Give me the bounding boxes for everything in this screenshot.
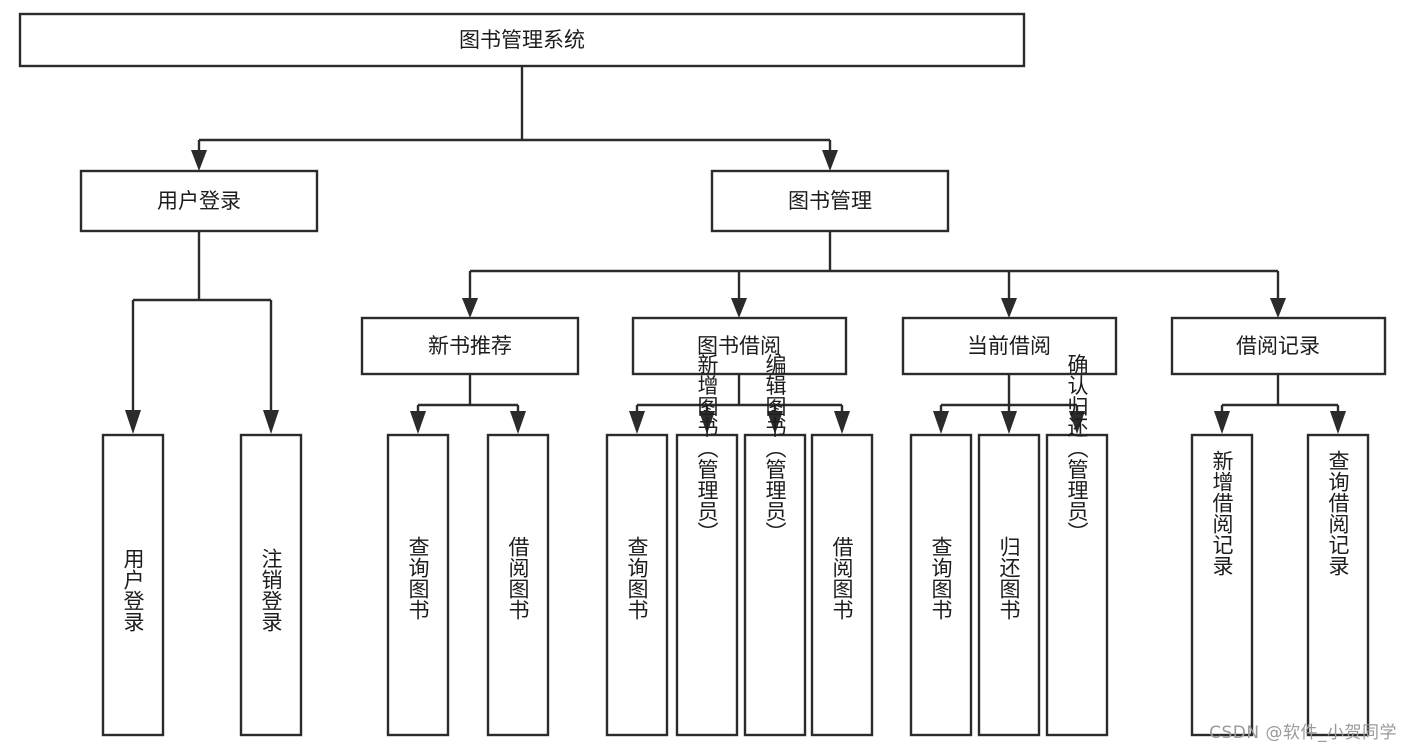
leaf-cb-confirm-return-admin[interactable]: 确认归还（管理员） xyxy=(1045,354,1109,737)
node-book-borrow-label: 图书借阅 xyxy=(697,334,781,358)
arrow-head-br-add xyxy=(1214,411,1230,434)
node-borrow-record-box[interactable] xyxy=(1170,316,1387,376)
leaf-nb-query-book-box[interactable] xyxy=(386,433,450,737)
leaf-user-login-box[interactable] xyxy=(101,433,165,737)
leaf-br-add-record-label: 新增借阅记录 xyxy=(1210,450,1234,576)
connector-book-borrow-to-leaves xyxy=(629,374,850,434)
connector-user-login-to-leaves xyxy=(125,231,279,434)
node-book-borrow[interactable]: 图书借阅 xyxy=(631,316,848,376)
arrow-head-user-login xyxy=(191,150,207,171)
leaf-nb-query-book-label: 查询图书 xyxy=(406,536,430,620)
leaf-cb-confirm-return-admin-label: 确认归还（管理员） xyxy=(1065,354,1089,543)
arrow-head-bb-edit xyxy=(767,411,783,434)
leaf-bb-edit-book-admin-label: 编辑图书（管理员） xyxy=(763,354,787,543)
leaf-bb-add-book-admin-box[interactable] xyxy=(675,433,739,737)
node-book-management-box[interactable] xyxy=(710,169,950,233)
node-book-borrow-box[interactable] xyxy=(631,316,848,376)
leaf-br-add-record[interactable]: 新增借阅记录 xyxy=(1190,433,1254,737)
node-book-management[interactable]: 图书管理 xyxy=(710,169,950,233)
leaf-cb-query-book-label: 查询图书 xyxy=(929,536,953,620)
leaf-logout-box[interactable] xyxy=(239,433,303,737)
arrow-head-leaf-user-login xyxy=(125,410,141,434)
node-current-borrow-label: 当前借阅 xyxy=(967,334,1051,358)
leaf-nb-query-book[interactable]: 查询图书 xyxy=(386,433,450,737)
node-root-book-management-system[interactable]: 图书管理系统 xyxy=(18,12,1026,68)
leaf-bb-query-book-label: 查询图书 xyxy=(625,536,649,620)
arrow-head-cb-query xyxy=(933,411,949,434)
leaf-bb-query-book[interactable]: 查询图书 xyxy=(605,433,669,737)
arrow-head-br-query xyxy=(1330,411,1346,434)
leaf-cb-query-book[interactable]: 查询图书 xyxy=(909,433,973,737)
arrow-head-cb-return xyxy=(1001,411,1017,434)
leaf-user-login-label: 用户登录 xyxy=(121,548,145,632)
leaf-nb-borrow-book-label: 借阅图书 xyxy=(506,536,530,620)
leaf-nb-borrow-book[interactable]: 借阅图书 xyxy=(486,433,550,737)
leaf-logout-label: 注销登录 xyxy=(259,548,283,632)
arrow-head-leaf-logout xyxy=(263,410,279,434)
connector-book-mgmt-to-level3 xyxy=(462,231,1286,318)
arrow-head-book-mgmt xyxy=(822,150,838,171)
node-root-label: 图书管理系统 xyxy=(459,28,585,52)
node-borrow-record-label: 借阅记录 xyxy=(1236,334,1320,358)
arrow-head-cb-confirm xyxy=(1069,411,1085,434)
node-current-borrow[interactable]: 当前借阅 xyxy=(901,316,1118,376)
connector-current-borrow-to-leaves xyxy=(933,374,1085,434)
arrow-head-current-borrow xyxy=(1001,298,1017,318)
node-user-login-box[interactable] xyxy=(79,169,319,233)
csdn-watermark: CSDN @软件_小贺同学 xyxy=(1209,723,1397,743)
arrow-head-new-book xyxy=(462,298,478,318)
arrow-head-book-borrow xyxy=(731,298,747,318)
leaf-br-add-record-box[interactable] xyxy=(1190,433,1254,737)
connector-borrow-record-to-leaves xyxy=(1214,374,1346,434)
arrow-head-nb-borrow xyxy=(510,411,526,434)
leaf-cb-return-book-label: 归还图书 xyxy=(997,536,1021,620)
leaf-bb-add-book-admin[interactable]: 新增图书（管理员） xyxy=(675,354,739,737)
leaf-bb-borrow-book-box[interactable] xyxy=(810,433,874,737)
arrow-head-nb-query xyxy=(410,411,426,434)
leaf-bb-borrow-book[interactable]: 借阅图书 xyxy=(810,433,874,737)
leaf-cb-query-book-box[interactable] xyxy=(909,433,973,737)
arrow-head-bb-borrow xyxy=(834,411,850,434)
node-book-management-label: 图书管理 xyxy=(788,189,872,213)
leaf-bb-query-book-box[interactable] xyxy=(605,433,669,737)
node-current-borrow-box[interactable] xyxy=(901,316,1118,376)
leaf-br-query-record-box[interactable] xyxy=(1306,433,1370,737)
connector-new-book-to-leaves xyxy=(410,374,526,434)
leaf-bb-borrow-book-label: 借阅图书 xyxy=(830,536,854,620)
leaf-cb-return-book-box[interactable] xyxy=(977,433,1041,737)
leaf-bb-edit-book-admin-box[interactable] xyxy=(743,433,807,737)
leaf-cb-return-book[interactable]: 归还图书 xyxy=(977,433,1041,737)
leaf-bb-edit-book-admin[interactable]: 编辑图书（管理员） xyxy=(743,354,807,737)
node-borrow-record[interactable]: 借阅记录 xyxy=(1170,316,1387,376)
leaf-cb-confirm-return-admin-box[interactable] xyxy=(1045,433,1109,737)
leaf-bb-add-book-admin-label: 新增图书（管理员） xyxy=(695,354,719,543)
node-root-box[interactable] xyxy=(18,12,1026,68)
node-new-book-recommend-box[interactable] xyxy=(360,316,580,376)
leaf-br-query-record-label: 查询借阅记录 xyxy=(1326,450,1350,576)
leaf-br-query-record[interactable]: 查询借阅记录 xyxy=(1306,433,1370,737)
connector-root-to-level2 xyxy=(191,66,838,171)
arrow-head-bb-query xyxy=(629,411,645,434)
node-user-login-label: 用户登录 xyxy=(157,189,241,213)
node-user-login[interactable]: 用户登录 xyxy=(79,169,319,233)
leaf-nb-borrow-book-box[interactable] xyxy=(486,433,550,737)
arrow-head-borrow-record xyxy=(1270,298,1286,318)
node-new-book-recommend[interactable]: 新书推荐 xyxy=(360,316,580,376)
leaf-logout[interactable]: 注销登录 xyxy=(239,433,303,737)
leaf-user-login[interactable]: 用户登录 xyxy=(101,433,165,737)
arrow-head-bb-add xyxy=(699,411,715,434)
node-new-book-recommend-label: 新书推荐 xyxy=(428,334,512,358)
